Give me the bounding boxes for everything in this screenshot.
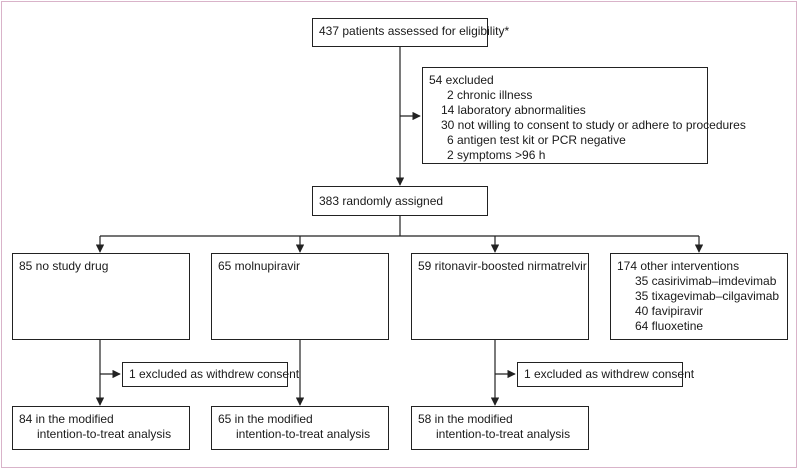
arm-sub-item: 40 favipiravir	[635, 304, 704, 318]
randomised-label: 383 randomly assigned	[319, 194, 444, 208]
assessed-label: 437 patients assessed for eligibility*	[319, 24, 510, 38]
withdrawn-box-arm-1: 1 excluded as withdrew consent	[122, 362, 299, 387]
analysis-box-arm-3: 58 in the modified intention-to-treat an…	[411, 406, 589, 450]
withdrawn-label: 1 excluded as withdrew consent	[129, 367, 300, 381]
arm-box-other-interventions: 174 other interventions 35 casirivimab–i…	[610, 253, 788, 340]
analysis-line: 58 in the modified	[418, 412, 513, 426]
arm-box-nirmatrelvir: 59 ritonavir-boosted nirmatrelvir	[411, 253, 589, 340]
arm-sub-item: 64 fluoxetine	[635, 319, 704, 333]
excluded-title: 54 excluded	[429, 73, 494, 87]
arm-label: 174 other interventions	[617, 259, 740, 273]
arm-box-no-study-drug: 85 no study drug	[12, 253, 190, 340]
arm-label: 65 molnupiravir	[218, 259, 301, 273]
excluded-item: 30 not willing to consent to study or ad…	[441, 118, 746, 132]
arm-label: 85 no study drug	[19, 259, 109, 273]
excluded-box: 54 excluded 2 chronic illness 14 laborat…	[422, 67, 746, 164]
assessed-box: 437 patients assessed for eligibility*	[312, 18, 509, 47]
arm-sub-item: 35 tixagevimab–cilgavimab	[635, 289, 780, 303]
arm-sub-item: 35 casirivimab–imdevimab	[635, 274, 777, 288]
analysis-line: 65 in the modified	[218, 412, 313, 426]
withdrawn-box-arm-3: 1 excluded as withdrew consent	[517, 362, 694, 387]
excluded-item: 2 chronic illness	[447, 88, 533, 102]
analysis-line: intention-to-treat analysis	[37, 427, 172, 441]
arm-label: 59 ritonavir-boosted nirmatrelvir	[418, 259, 587, 273]
randomised-box: 383 randomly assigned	[312, 186, 488, 216]
analysis-box-arm-1: 84 in the modified intention-to-treat an…	[12, 406, 190, 450]
excluded-item: 2 symptoms >96 h	[447, 148, 546, 162]
analysis-line: 84 in the modified	[19, 412, 114, 426]
analysis-line: intention-to-treat analysis	[436, 427, 571, 441]
arm-box-molnupiravir: 65 molnupiravir	[211, 253, 389, 340]
excluded-item: 6 antigen test kit or PCR negative	[447, 133, 626, 147]
analysis-box-arm-2: 65 in the modified intention-to-treat an…	[211, 406, 389, 450]
withdrawn-label: 1 excluded as withdrew consent	[524, 367, 695, 381]
excluded-item: 14 laboratory abnormalities	[441, 103, 586, 117]
analysis-line: intention-to-treat analysis	[236, 427, 371, 441]
